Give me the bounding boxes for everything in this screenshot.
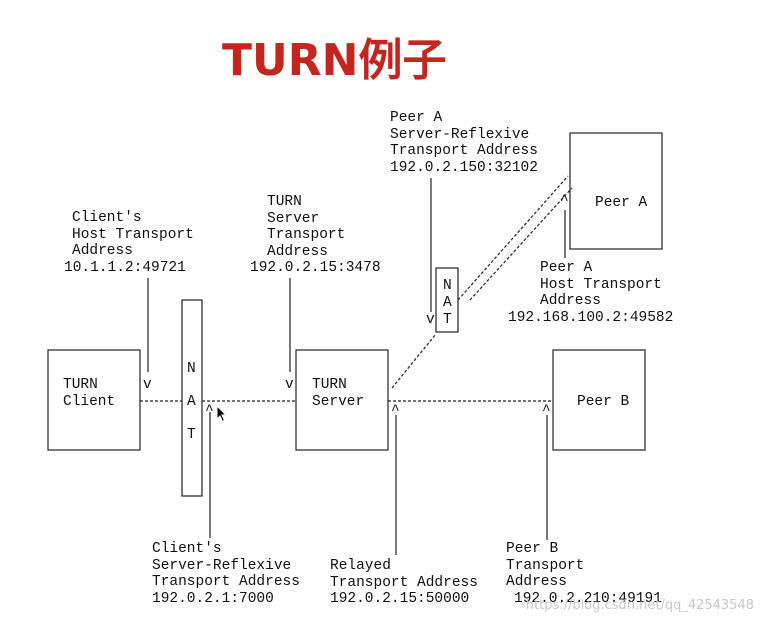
client-nat-n: N (187, 361, 196, 377)
line: Server (267, 210, 320, 227)
line: Peer A (390, 110, 443, 126)
watermark: https://blog.csdn.net/qq_42543548 (525, 598, 754, 613)
line: Peer B (506, 541, 559, 557)
line: Server-Reflexive (390, 126, 530, 143)
client-nat-box (181, 299, 203, 497)
turn-client-label-2: Client (63, 394, 115, 410)
peer-b-box (552, 349, 646, 451)
server-to-peer-a-diagonal (391, 333, 437, 389)
peer-a-box (569, 132, 663, 250)
client-nat-a: A (187, 394, 196, 410)
line: Address (267, 243, 328, 260)
line: Peer A (540, 260, 593, 276)
line: 192.0.2.1:7000 (152, 590, 274, 607)
line: Address (72, 243, 133, 260)
nat-to-peer-a-diagonal (457, 175, 569, 301)
line: 192.0.2.150:32102 (390, 159, 538, 176)
turn-server-label-1: TURN (312, 377, 347, 393)
turn-server-box (295, 349, 389, 451)
peer-a-host-arrow: ^ (560, 193, 569, 209)
mouse-cursor-icon (216, 405, 228, 423)
line: Address (540, 293, 601, 310)
line: Transport (267, 227, 346, 244)
line: Transport Address (330, 574, 478, 591)
client-nat-t: T (187, 427, 196, 443)
line: 192.0.2.15:50000 (330, 591, 470, 608)
line: Transport Address (152, 574, 300, 591)
peer-a-nat-t: T (443, 312, 452, 328)
relayed-arrow: ^ (391, 403, 400, 419)
line: Relayed (330, 558, 391, 574)
line: Client's (152, 541, 222, 557)
peer-a-nat-a: A (443, 295, 452, 311)
line: Address (506, 574, 567, 591)
client-reflexive-arrow: ^ (205, 403, 214, 419)
turn-server-address-value: 192.0.2.15:3478 (250, 260, 381, 276)
client-host-address-value: 10.1.1.2:49721 (64, 260, 186, 276)
turn-server-label-2: Server (312, 394, 364, 410)
peer-b-arrow: ^ (542, 403, 551, 419)
peer-a-reflexive-arrow: v (426, 312, 435, 328)
peer-b-box-label: Peer B (577, 394, 630, 410)
turn-client-label-1: TURN (63, 377, 98, 393)
line: TURN (267, 194, 302, 210)
peer-a-box-label: Peer A (595, 195, 648, 211)
turn-client-box (47, 349, 141, 451)
turn-server-arrow: v (285, 377, 294, 393)
peer-a-nat-n: N (443, 278, 452, 294)
line: Host Transport (72, 226, 194, 243)
peer-a-host-value: 192.168.100.2:49582 (508, 310, 674, 326)
line: Host Transport (540, 276, 662, 293)
peer-b-address-value: 192.0.2.210:49191 (514, 591, 662, 607)
client-arrow-down: v (143, 377, 152, 393)
nat-to-peer-a-diagonal-2 (469, 187, 573, 301)
line: Client's (72, 210, 142, 226)
line: Server-Reflexive (152, 557, 292, 574)
line: Transport Address (390, 143, 538, 160)
page-title: TURN例子 (222, 35, 447, 86)
line: Transport (506, 557, 585, 574)
